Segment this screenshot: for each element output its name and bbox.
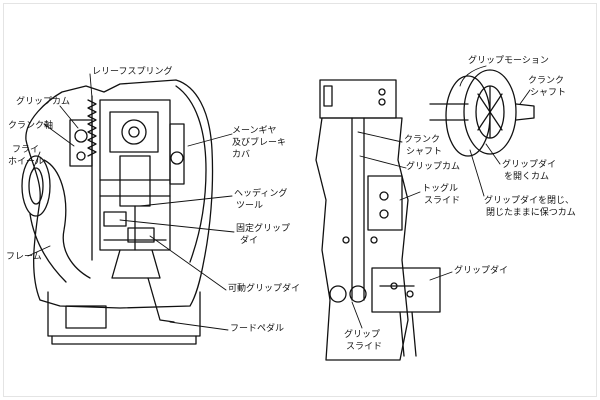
grip-frame: [315, 117, 409, 361]
base-foot: [51, 335, 197, 345]
main-gear-cover: [175, 85, 207, 263]
relief-spring: [87, 99, 97, 157]
grip-slide-wheel-2: [349, 285, 367, 303]
label-crank-shaft-1: クランク: [404, 135, 441, 145]
pin-4: [370, 236, 378, 244]
label-main-gear-3: カバ: [232, 150, 251, 160]
label-foot-pedal: フードペダル: [230, 324, 285, 334]
cam-assembly: [429, 69, 535, 157]
machine-base: [47, 291, 201, 337]
foot-pedal-link: [147, 277, 175, 323]
label-fixed-grip-die-1: 固定グリップ: [236, 224, 291, 234]
toggle-pin-1: [379, 191, 389, 201]
right-leaders: [351, 65, 531, 329]
label-toggle-slide-1: トッグル: [422, 184, 459, 194]
label-heading-tool-2: ツール: [236, 201, 264, 211]
flywheel: [21, 155, 51, 217]
die-block: [111, 249, 161, 279]
gear-shaft-block: [169, 123, 185, 185]
label-close-cam-2: 閉じたままに保つカム: [486, 208, 576, 218]
housing-slot: [323, 85, 333, 107]
label-open-cam-1: グリップダイ: [502, 160, 557, 170]
image-border: [3, 3, 597, 397]
bolt-2: [378, 98, 386, 106]
label-toggle-slide-2: スライド: [424, 196, 461, 206]
label-main-gear-2: 及びブレーキ: [232, 138, 287, 148]
left-machine-drawing: [21, 73, 235, 345]
label-close-cam-1: グリップダイを閉じ、: [484, 196, 575, 206]
label-crank-shaft-2: シャフト: [406, 147, 443, 157]
label-crank-shaft-left: クランク軸: [8, 121, 54, 131]
label-grip-die: グリップダイ: [454, 266, 509, 276]
label-crank-shaft-top-1: クランク: [528, 76, 565, 86]
left-leaders: [27, 73, 235, 331]
label-movable-grip-die: 可動グリップダイ: [228, 284, 301, 294]
lower-rod: [399, 311, 417, 357]
label-grip-cam-left: グリップカム: [16, 97, 71, 107]
frame-curve: [43, 159, 91, 279]
grip-cam: [74, 129, 88, 143]
pin-3: [342, 236, 350, 244]
label-main-gear-1: メーンギヤ: [232, 126, 277, 136]
label-open-cam-2: を開くカム: [504, 172, 550, 182]
crank-shaft-center: [128, 126, 140, 138]
fixed-grip-die: [103, 211, 127, 227]
label-grip-motion: グリップモーション: [468, 56, 549, 66]
shaft-end: [515, 103, 535, 121]
flywheel-hub: [28, 167, 44, 205]
grip-cam-roller: [76, 151, 86, 161]
label-grip-slide-2: スライド: [346, 342, 383, 352]
label-fixed-grip-die-2: ダイ: [240, 236, 259, 246]
heading-slide: [119, 155, 151, 207]
grip-slide-wheel-1: [329, 285, 347, 303]
frame-curve-2: [29, 213, 67, 283]
label-grip-slide-1: グリップ: [344, 330, 381, 340]
label-heading-tool-1: ヘッディング: [234, 189, 288, 199]
label-flywheel-1: フライ: [12, 145, 40, 155]
grip-die-block: [371, 267, 441, 313]
grip-die-pin-2: [406, 290, 414, 298]
cam-disc-front: [463, 69, 517, 155]
label-relief-spring: レリーフスプリング: [92, 67, 173, 77]
right-mechanism-drawing: [315, 65, 535, 361]
grip-cam-block: [69, 119, 93, 167]
crank-shaft: [121, 119, 147, 145]
grip-die-pin-1: [390, 282, 398, 290]
bolt-1: [378, 88, 386, 96]
base-opening: [65, 305, 107, 329]
frame-body: [25, 79, 214, 309]
gear-hub: [170, 151, 184, 165]
toggle-slide: [367, 175, 403, 231]
movable-grip-die: [127, 227, 155, 243]
crank-housing: [109, 111, 159, 153]
label-crank-shaft-top-2: シャフト: [530, 88, 567, 98]
label-frame: フレーム: [6, 252, 42, 262]
label-flywheel-2: ホイール: [8, 157, 45, 167]
toggle-pin-2: [379, 209, 389, 219]
label-grip-cam-right: グリップカム: [406, 162, 461, 172]
